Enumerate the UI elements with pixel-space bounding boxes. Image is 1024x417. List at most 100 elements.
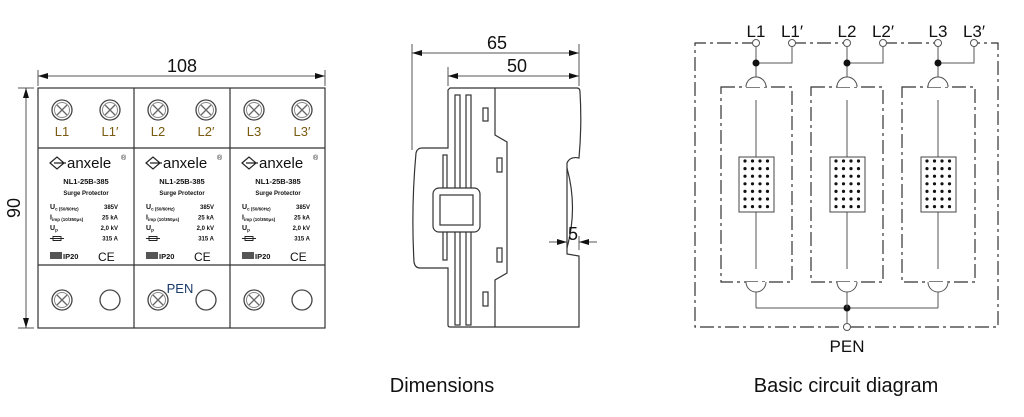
fuse-arc <box>836 76 858 88</box>
indicator-lamp-icon <box>147 99 169 121</box>
terminal <box>752 39 760 47</box>
terminal-label: L2′ <box>872 22 894 41</box>
spec-label: Up <box>50 225 58 233</box>
terminal <box>970 39 978 47</box>
spec-label: Up <box>242 225 250 233</box>
indicator-lamp-icon <box>147 289 169 311</box>
ip-rating: IP20 <box>63 252 78 261</box>
spec-value: 2,0 kV <box>197 226 214 232</box>
vent <box>496 247 503 263</box>
spec-value: 2,0 kV <box>101 226 118 232</box>
registered-mark: ® <box>217 154 223 162</box>
spec-subscript: imp (10/350μs) <box>148 217 180 222</box>
terminal <box>934 39 942 47</box>
dimensions-caption: Dimensions <box>390 375 494 397</box>
terminal-symbol-icon <box>242 252 254 259</box>
side-body-outline <box>412 87 582 328</box>
brand-name: anxele <box>67 155 111 172</box>
ip-rating: IP20 <box>159 252 174 261</box>
indicator-lamp-icon <box>51 289 73 311</box>
spec-value: 25 kA <box>294 216 311 222</box>
phase-3: L3 L3′ <box>901 22 985 308</box>
pen-label: PEN <box>167 281 194 296</box>
terminal-screw-icon <box>195 289 217 311</box>
spec-symbol: U <box>50 204 55 211</box>
junction-dot <box>752 59 760 67</box>
spec-label: Uc (50/60Hz) <box>242 204 271 212</box>
pen-terminal-label: PEN <box>830 337 865 356</box>
phase-wire <box>937 47 975 77</box>
spec-symbol: U <box>242 204 247 211</box>
logo-diamond-icon <box>49 156 66 170</box>
brand-name: anxele <box>163 155 207 172</box>
spec-value: 315 A <box>294 237 310 243</box>
varistor-icon <box>829 156 866 213</box>
terminal <box>788 39 796 47</box>
enclosure-boundary <box>694 42 999 328</box>
fuse-arc <box>745 281 767 293</box>
fuse-icon <box>50 236 64 241</box>
junction-dot <box>843 59 851 67</box>
spec-label: Iimp (10/350μs) <box>50 215 84 223</box>
spec-symbol: I <box>50 215 52 222</box>
terminal-label: L3′ <box>294 124 311 139</box>
spec-label: Iimp (10/350μs) <box>146 215 180 223</box>
fuse-arc <box>836 281 858 293</box>
indicator-lamp-icon <box>243 99 265 121</box>
ce-mark: CE <box>194 250 211 264</box>
body-step <box>494 88 508 327</box>
terminal-label: L2′ <box>198 124 215 139</box>
circuit-caption: Basic circuit diagram <box>754 375 939 397</box>
spec-subscript: p <box>55 228 58 233</box>
spec-symbol: U <box>146 204 151 211</box>
spec-subscript: p <box>151 228 154 233</box>
product-name: Surge Protector <box>159 191 205 197</box>
spec-subscript: c (50/60Hz) <box>151 207 175 212</box>
terminal-label: L3′ <box>963 22 985 41</box>
spec-value: 25 kA <box>102 216 119 222</box>
spec-symbol: I <box>242 215 244 222</box>
ce-mark: CE <box>290 250 307 264</box>
product-name: Surge Protector <box>255 191 301 197</box>
spec-subscript: imp (10/350μs) <box>244 217 276 222</box>
spec-symbol: U <box>146 225 151 232</box>
spec-symbol: I <box>146 215 148 222</box>
fuse-arc <box>927 76 949 88</box>
terminal-label: L1′ <box>102 124 119 139</box>
pen-terminal <box>843 323 851 331</box>
vent <box>482 107 489 122</box>
fuse-icon <box>242 236 256 241</box>
terminal-label: L2 <box>838 22 857 41</box>
spec-symbol: U <box>50 225 55 232</box>
brand-logo: anxele® <box>241 154 319 172</box>
ip-rating: IP20 <box>255 252 270 261</box>
spec-subscript: c (50/60Hz) <box>55 207 79 212</box>
spec-value: 385V <box>296 205 310 211</box>
registered-mark: ® <box>121 154 127 162</box>
varistor-icon <box>920 156 957 213</box>
terminal-label: L2 <box>151 124 165 139</box>
model-number: NL1-25B-385 <box>255 177 300 186</box>
spec-value: 385V <box>200 205 214 211</box>
brand-name: anxele <box>259 155 303 172</box>
vent <box>496 157 503 173</box>
spec-value: 315 A <box>102 237 118 243</box>
spec-subscript: imp (10/350μs) <box>52 217 84 222</box>
ce-mark: CE <box>98 250 115 264</box>
vent <box>482 291 489 307</box>
junction-dot <box>934 59 942 67</box>
side-view: 65 50 5 Dimensions <box>390 33 597 397</box>
terminal-screw-icon <box>99 289 121 311</box>
handle <box>432 187 481 233</box>
terminal-label: L3 <box>247 124 261 139</box>
terminal-label: L3 <box>929 22 948 41</box>
product-name: Surge Protector <box>63 191 109 197</box>
phase-wire <box>755 47 793 77</box>
spec-value: 315 A <box>198 237 214 243</box>
terminal <box>843 39 851 47</box>
width-dimension: 108 <box>167 56 197 76</box>
terminal-symbol-icon <box>50 252 62 259</box>
